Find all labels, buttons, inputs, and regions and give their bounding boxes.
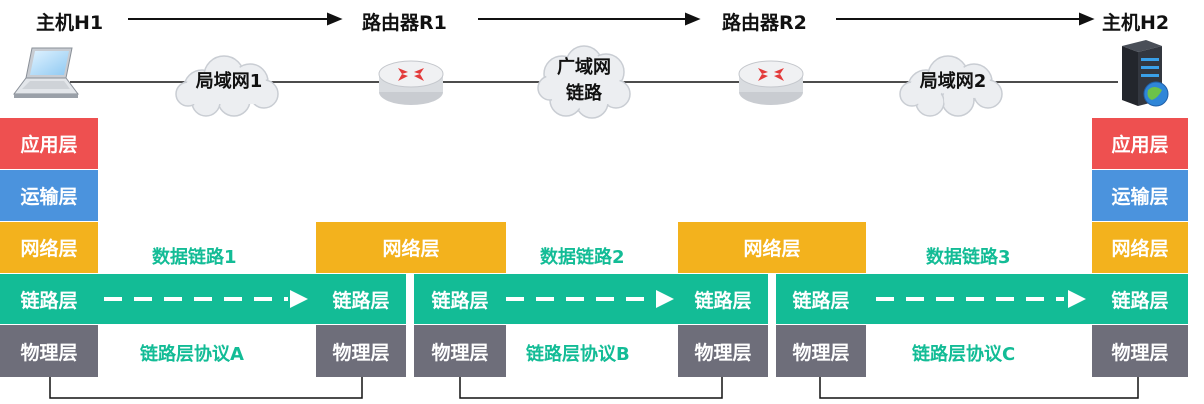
r1-physical-layer-right: 物理层 bbox=[414, 325, 506, 377]
h1-network-layer: 网络层 bbox=[0, 222, 98, 273]
h1-physical-layer: 物理层 bbox=[0, 325, 98, 377]
host-h2-title: 主机H2 bbox=[1102, 12, 1170, 34]
r1-network-layer: 网络层 bbox=[316, 222, 506, 273]
r2-physical-layer-right: 物理层 bbox=[776, 325, 866, 377]
r2-link-layer-left: 链路层 bbox=[678, 274, 768, 324]
r1-physical-layer-left: 物理层 bbox=[316, 325, 406, 377]
r1-link-layer-left: 链路层 bbox=[316, 274, 406, 324]
router-r2-icon bbox=[738, 60, 804, 105]
h1-link-layer: 链路层 bbox=[0, 274, 98, 324]
r2-physical-layer-left: 物理层 bbox=[678, 325, 768, 377]
wan-label-line1: 广域网 bbox=[557, 57, 611, 78]
lan1-label: 局域网1 bbox=[195, 71, 263, 92]
r2-network-layer: 网络层 bbox=[678, 222, 866, 273]
link-protocol-c-label: 链路层协议C bbox=[912, 344, 1016, 365]
lan2-label: 局域网2 bbox=[919, 71, 987, 92]
link-protocol-b-label: 链路层协议B bbox=[526, 344, 630, 365]
router-r1-icon bbox=[378, 60, 444, 105]
data-link-2-label: 数据链路2 bbox=[540, 247, 625, 268]
h2-application-layer: 应用层 bbox=[1092, 118, 1188, 169]
wan-cloud-icon bbox=[537, 45, 631, 119]
h2-link-layer: 链路层 bbox=[1092, 274, 1188, 324]
data-link-1-label: 数据链路1 bbox=[152, 247, 237, 268]
h1-transport-layer: 运输层 bbox=[0, 170, 98, 221]
link-band-2 bbox=[496, 274, 680, 324]
h2-physical-layer: 物理层 bbox=[1092, 325, 1188, 377]
link-protocol-a-label: 链路层协议A bbox=[140, 344, 244, 365]
lan1-cloud-icon bbox=[175, 55, 279, 117]
r2-link-layer-right: 链路层 bbox=[776, 274, 866, 324]
data-link-3-label: 数据链路3 bbox=[926, 247, 1011, 268]
router-r1-title: 路由器R1 bbox=[362, 12, 447, 34]
r1-link-layer-right: 链路层 bbox=[414, 274, 506, 324]
h1-application-layer: 应用层 bbox=[0, 118, 98, 169]
top-flow-arrows bbox=[128, 12, 1095, 26]
router-r2-title: 路由器R2 bbox=[722, 12, 807, 34]
h2-network-layer: 网络层 bbox=[1092, 222, 1188, 273]
host-h1-title: 主机H1 bbox=[36, 12, 104, 34]
lan2-cloud-icon bbox=[899, 55, 1003, 117]
h2-transport-layer: 运输层 bbox=[1092, 170, 1188, 221]
laptop-icon bbox=[13, 47, 79, 98]
wan-label-line2: 链路 bbox=[566, 83, 602, 104]
server-icon bbox=[1122, 40, 1169, 107]
